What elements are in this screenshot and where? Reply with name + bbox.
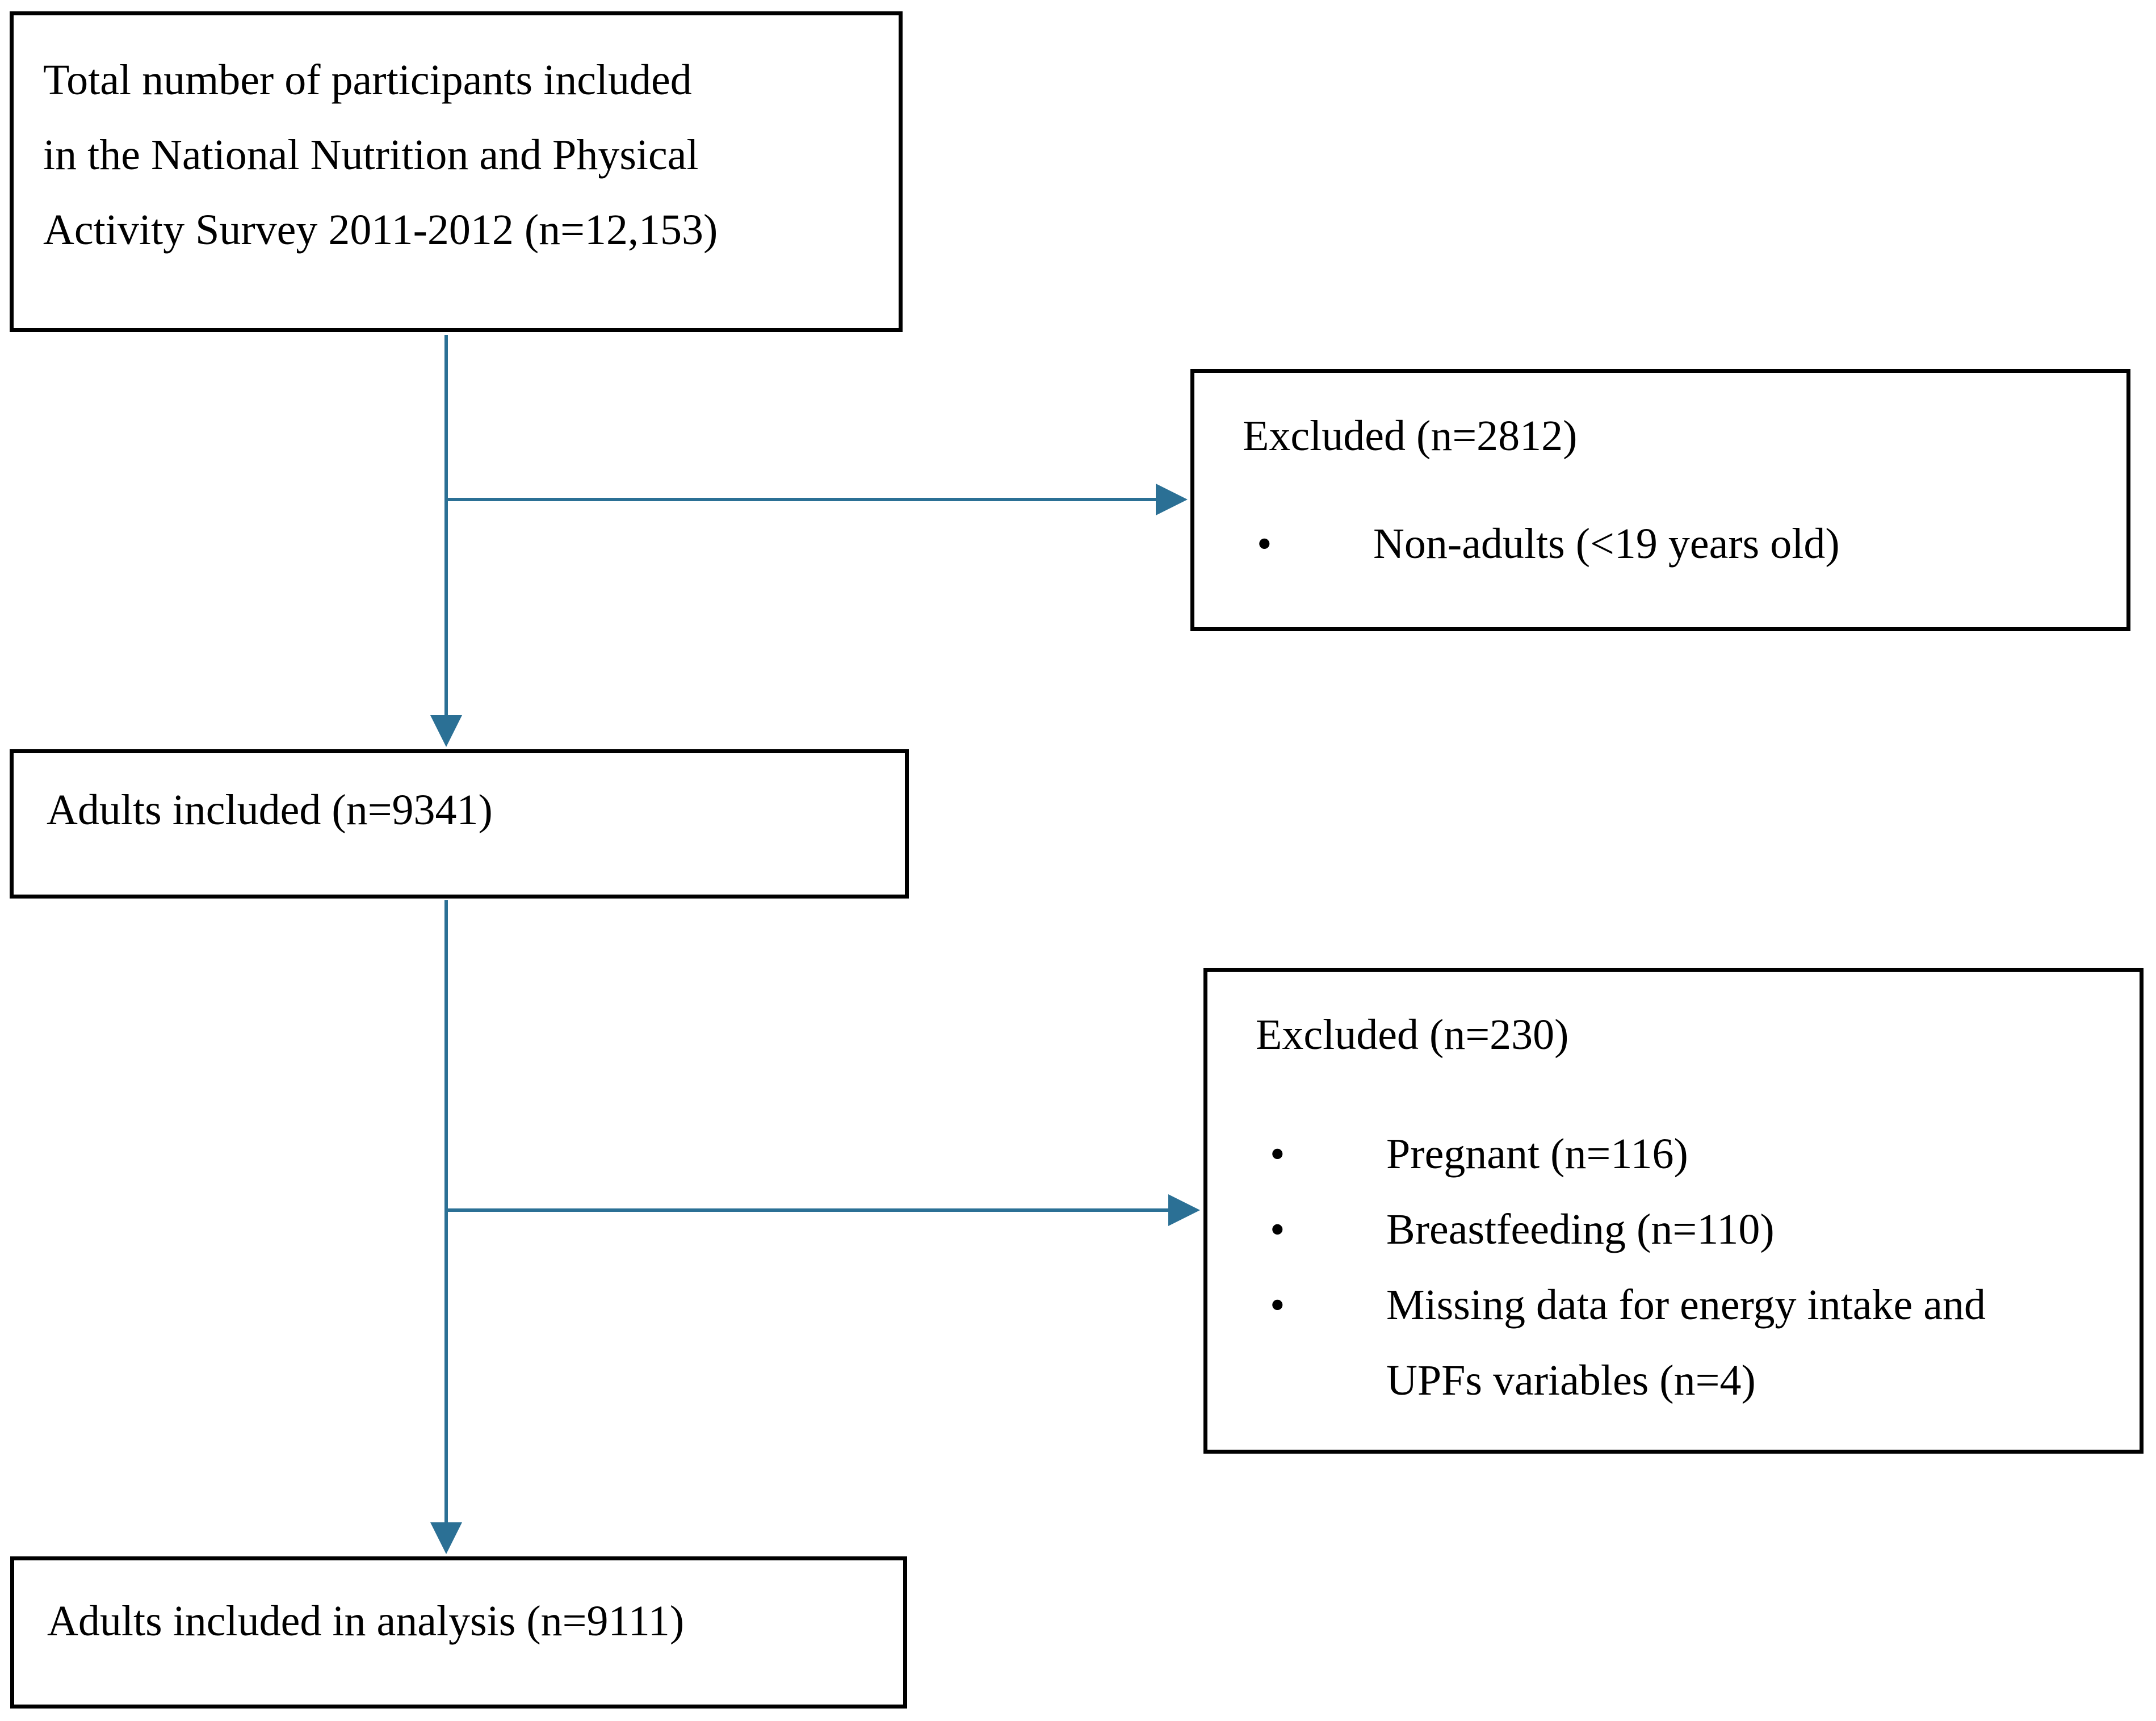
bullet-item-pregnant: • Pregnant (n=116) xyxy=(1256,1116,2117,1192)
box-total-line-1: Total number of participants included xyxy=(43,56,692,104)
arrowhead-branch-excluded-2 xyxy=(1168,1194,1200,1226)
bullet-dot: • xyxy=(1257,520,1272,568)
bullet-item-non-adults: • Non-adults (<19 years old) xyxy=(1243,506,2104,582)
bullet-text: Pregnant (n=116) xyxy=(1386,1116,2117,1192)
bullet-text-line-2: UPFs variables (n=4) xyxy=(1386,1357,1756,1404)
bullet-dot: • xyxy=(1270,1206,1285,1253)
bullet-text-line: Pregnant (n=116) xyxy=(1386,1130,1688,1178)
excluded-1-title: Excluded (n=2812) xyxy=(1243,412,1578,460)
bullet-text: Breastfeeding (n=110) xyxy=(1386,1192,2117,1267)
excluded-1-bullet-list: • Non-adults (<19 years old) xyxy=(1243,506,2104,582)
adults-analysis-label: Adults included in analysis (n=9111) xyxy=(47,1597,685,1645)
box-excluded-pregnant-breastfeeding-missing: Excluded (n=230) • Pregnant (n=116) • Br… xyxy=(1203,968,2144,1454)
bullet-text: Non-adults (<19 years old) xyxy=(1373,506,2104,582)
bullet-text-line: Non-adults (<19 years old) xyxy=(1373,520,1840,568)
excluded-2-bullet-list: • Pregnant (n=116) • Breastfeeding (n=11… xyxy=(1256,1116,2117,1418)
adults-included-label: Adults included (n=9341) xyxy=(47,786,493,834)
box-total-line-3: Activity Survey 2011-2012 (n=12,153) xyxy=(43,206,718,254)
bullet-item-breastfeeding: • Breastfeeding (n=110) xyxy=(1256,1192,2117,1267)
bullet-dot: • xyxy=(1270,1281,1285,1329)
arrowhead-branch-excluded-1 xyxy=(1156,484,1188,515)
box-adults-included-in-analysis: Adults included in analysis (n=9111) xyxy=(10,1556,907,1709)
box-total-line-2: in the National Nutrition and Physical xyxy=(43,131,699,179)
bullet-item-missing-data: • Missing data for energy intake and UPF… xyxy=(1256,1267,2117,1418)
bullet-text: Missing data for energy intake and UPFs … xyxy=(1386,1267,2117,1418)
bullet-dot: • xyxy=(1270,1130,1285,1178)
box-total-participants: Total number of participants included in… xyxy=(10,11,903,332)
box-adults-included: Adults included (n=9341) xyxy=(10,749,909,899)
arrowhead-total-to-adults xyxy=(430,715,462,747)
bullet-text-line-1: Missing data for energy intake and xyxy=(1386,1281,1986,1329)
bullet-text-line: Breastfeeding (n=110) xyxy=(1386,1206,1775,1253)
arrowhead-adults-to-final xyxy=(430,1522,462,1554)
excluded-2-title: Excluded (n=230) xyxy=(1256,1011,1569,1059)
box-excluded-non-adults: Excluded (n=2812) • Non-adults (<19 year… xyxy=(1190,369,2130,631)
